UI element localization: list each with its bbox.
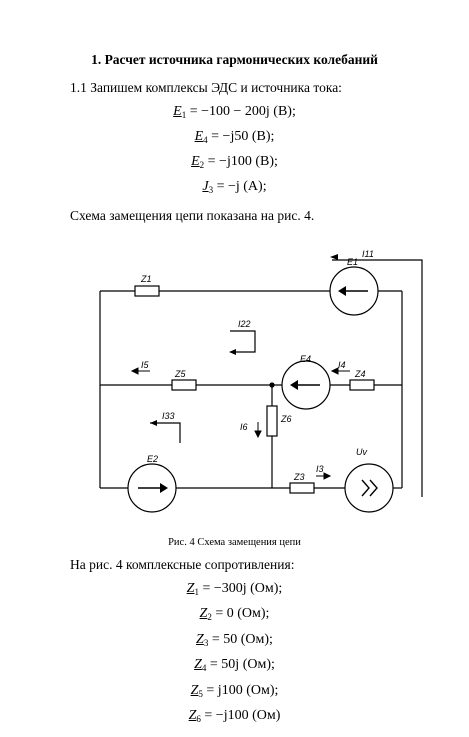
label-e2: E2	[147, 454, 158, 464]
label-i33: I33	[162, 411, 175, 421]
i5-arrow-icon	[130, 367, 139, 375]
label-i6: I6	[240, 422, 248, 432]
z3-resistor-icon	[289, 482, 315, 494]
label-uv: Uv	[356, 447, 367, 457]
i22-arrow-icon	[229, 349, 236, 355]
label-i22: I22	[238, 319, 251, 329]
label-i3: I3	[316, 464, 324, 474]
z6-resistor-icon	[266, 405, 278, 437]
impedance-equation: Z3 = 50 (Ом);	[196, 632, 273, 648]
z4-resistor-icon	[349, 379, 375, 391]
label-z4: Z4	[354, 369, 366, 379]
figure-reference-paragraph: Схема замещения цепи показана на рис. 4.	[70, 208, 315, 223]
label-z5: Z5	[174, 369, 186, 379]
label-z1: Z1	[140, 274, 152, 284]
impedance-intro: На рис. 4 комплексные сопротивления:	[70, 557, 295, 572]
label-i4: I4	[338, 360, 346, 370]
i11-arrow-icon	[330, 254, 338, 260]
impedance-equation: Z1 = −300j (Ом);	[186, 581, 283, 597]
z1-resistor-icon	[134, 285, 160, 297]
i3-arrow-icon	[323, 472, 332, 480]
section-heading: 1. Расчет источника гармонических колеба…	[91, 52, 378, 67]
emf-equation: E1 = −100 − 200j (B);	[173, 104, 296, 120]
figure-caption: Рис. 4 Схема замещения цепи	[168, 537, 301, 548]
i4-arrow-icon	[330, 367, 339, 375]
junction-node-icon	[269, 382, 275, 388]
impedance-equation: Z2 = 0 (Ом);	[199, 606, 270, 622]
intro-paragraph: 1.1 Запишем комплексы ЭДС и источника то…	[70, 80, 342, 95]
label-e1: E1	[347, 257, 358, 267]
current-source-equation: J3 = −j (A);	[202, 179, 267, 195]
label-z3: Z3	[293, 472, 305, 482]
label-e4: E4	[300, 354, 311, 364]
impedance-equation: Z5 = j100 (Ом);	[190, 683, 279, 699]
i6-arrow-icon	[254, 430, 262, 439]
label-i11: I11	[362, 249, 374, 259]
emf-equation: E2 = −j100 (B);	[191, 154, 278, 170]
z5-resistor-icon	[171, 379, 197, 391]
i33-arrow-icon	[150, 420, 157, 426]
impedance-equation: Z4 = 50j (Ом);	[194, 657, 275, 673]
label-z6: Z6	[280, 414, 292, 424]
emf-equation: E4 = −j50 (B);	[194, 129, 275, 145]
label-i5: I5	[141, 360, 150, 370]
impedance-equation: Z6 = −j100 (Ом)	[188, 708, 281, 724]
